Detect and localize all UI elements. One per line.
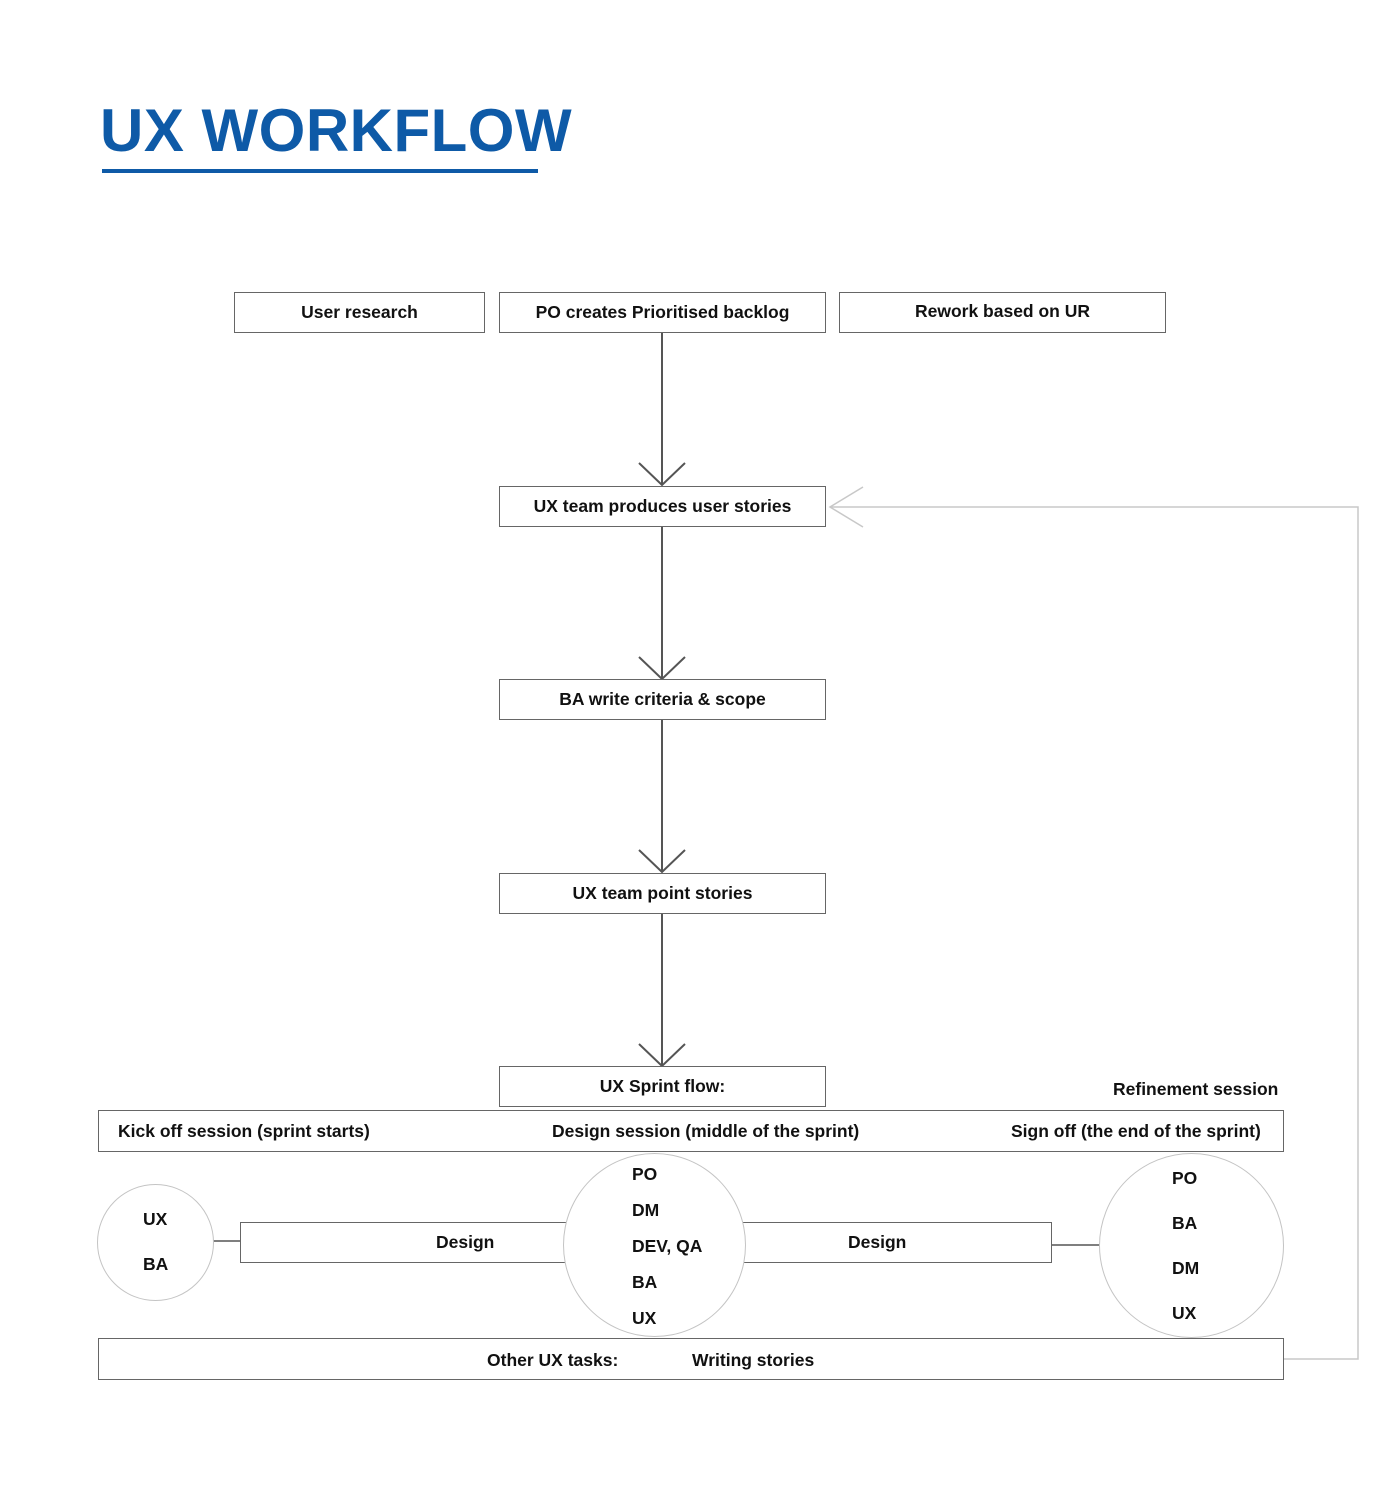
rework-label: Rework based on UR — [914, 300, 1091, 321]
design-role: DEV, QA — [632, 1236, 703, 1256]
feedback-arrowhead-icon — [828, 486, 864, 528]
signoff-role: PO — [1172, 1168, 1198, 1188]
design-role: BA — [632, 1272, 658, 1292]
point-stories-label: UX team point stories — [572, 883, 753, 903]
kickoff-role: BA — [143, 1254, 169, 1274]
design-roles-circle — [563, 1153, 746, 1337]
design-session-label: Design session (middle of the sprint) — [552, 1121, 860, 1141]
signoff-role: BA — [1172, 1213, 1198, 1233]
design-role: DM — [632, 1200, 660, 1220]
page-title: UX WORKFLOW — [100, 97, 573, 164]
user-research-label: User research — [301, 302, 418, 322]
signoff-role: UX — [1172, 1303, 1197, 1323]
other-tasks-bar: Other UX tasks: Writing stories — [98, 1338, 1284, 1380]
title-underline — [102, 169, 538, 173]
design-bar-left: Design — [240, 1222, 574, 1263]
kickoff-roles-circle — [97, 1184, 214, 1301]
design-role: UX — [632, 1308, 657, 1328]
other-tasks-label: Other UX tasks: — [487, 1350, 619, 1370]
design-role: PO — [632, 1164, 658, 1184]
arrowhead-icon — [638, 849, 686, 874]
kickoff-role: UX — [143, 1209, 168, 1229]
signoff-roles-circle — [1099, 1153, 1284, 1338]
arrowhead-icon — [638, 462, 686, 487]
sprint-flow-label: UX Sprint flow: — [599, 1076, 726, 1096]
sprint-sessions-bar: Kick off session (sprint starts) Design … — [98, 1110, 1284, 1152]
other-tasks-value: Writing stories — [692, 1350, 815, 1370]
kickoff-session-label: Kick off session (sprint starts) — [118, 1121, 370, 1141]
ba-criteria-label: BA write criteria & scope — [559, 689, 766, 709]
po-backlog-box: PO creates Prioritised backlog — [499, 292, 826, 333]
feedback-loop-line — [830, 506, 1359, 1360]
user-research-box: User research — [234, 292, 485, 333]
sprint-flow-box: UX Sprint flow: — [499, 1066, 826, 1107]
point-stories-box: UX team point stories — [499, 873, 826, 914]
po-backlog-label: PO creates Prioritised backlog — [535, 302, 790, 322]
rework-box: Rework based on UR — [839, 292, 1166, 333]
signoff-session-label: Sign off (the end of the sprint) — [1011, 1121, 1261, 1141]
refinement-session-label: Refinement session — [1113, 1079, 1279, 1099]
user-stories-label: UX team produces user stories — [533, 496, 792, 516]
user-stories-box: UX team produces user stories — [499, 486, 826, 527]
ba-criteria-box: BA write criteria & scope — [499, 679, 826, 720]
design-left-label: Design — [436, 1232, 495, 1252]
signoff-role: DM — [1172, 1258, 1200, 1278]
design-bar-right: Design — [736, 1222, 1052, 1263]
design-right-label: Design — [848, 1232, 907, 1252]
